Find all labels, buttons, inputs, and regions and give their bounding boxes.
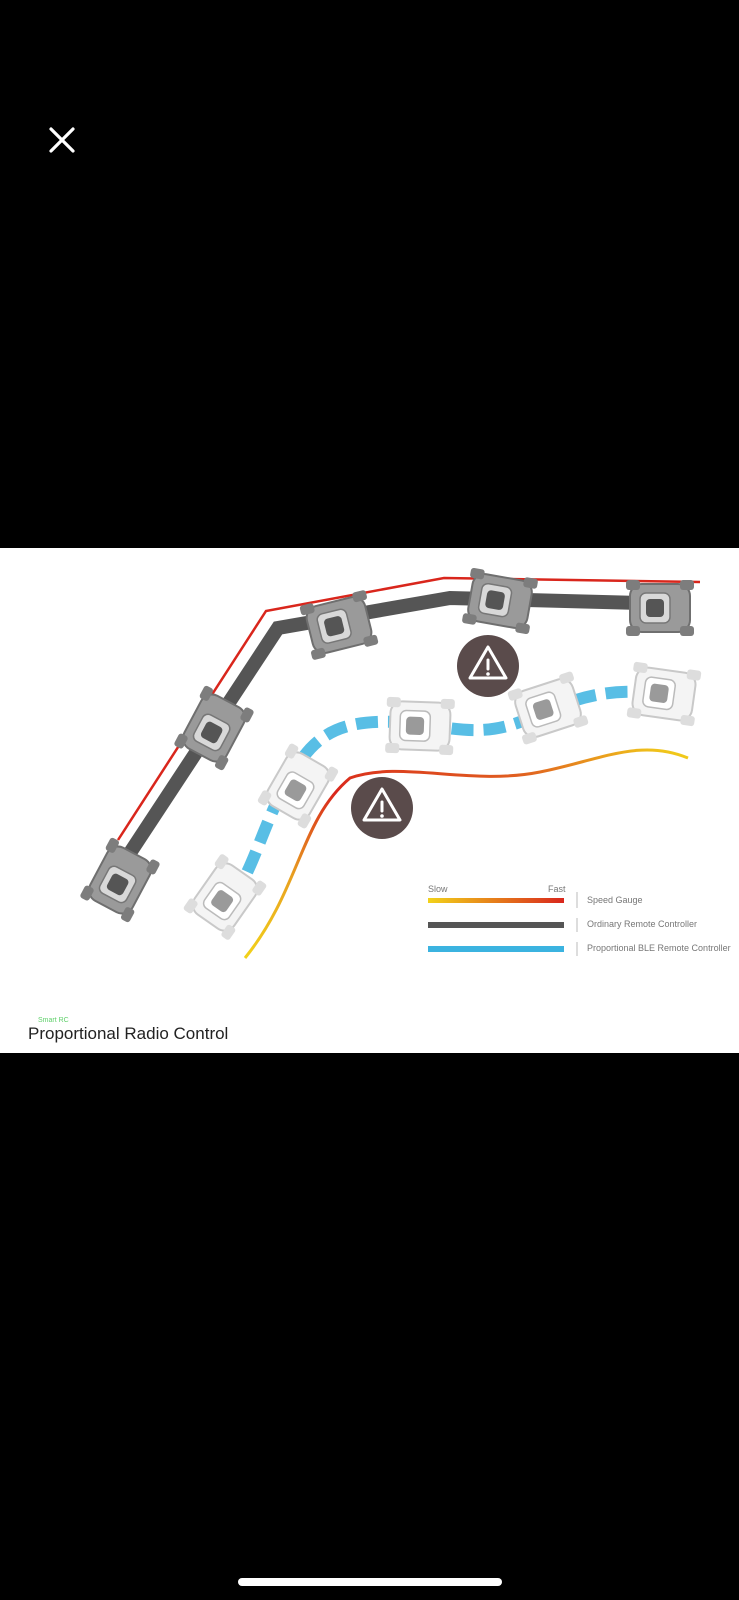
figure-title: Proportional Radio Control <box>28 1024 229 1043</box>
ordinary-car <box>625 579 695 637</box>
proportional-car <box>506 669 590 747</box>
legend-speed-swatch <box>428 898 564 903</box>
brand-small-label: Smart RC <box>38 1017 69 1024</box>
proportional-car <box>625 660 703 728</box>
home-indicator[interactable] <box>238 1578 502 1586</box>
legend-slow-label: Slow <box>428 884 448 894</box>
ordinary-car <box>298 588 380 662</box>
legend-ordinary-label: Ordinary Remote Controller <box>587 919 698 929</box>
proportional-car <box>384 695 456 757</box>
diagram-illustration <box>78 566 703 959</box>
ordinary-car <box>78 835 162 925</box>
legend-ordinary-swatch <box>428 922 564 928</box>
image-viewer-content <box>0 548 739 1053</box>
close-button[interactable] <box>40 118 84 162</box>
legend-fast-label: Fast <box>548 884 566 894</box>
ordinary-car <box>460 566 540 636</box>
proportional-car <box>255 741 341 831</box>
legend-proportional-label: Proportional BLE Remote Controller <box>587 943 731 953</box>
proportional-speed-curve <box>243 748 689 959</box>
warning-icon <box>351 777 413 839</box>
close-icon <box>49 127 75 153</box>
warning-icon <box>457 635 519 697</box>
legend-speed-gauge-label: Speed Gauge <box>587 895 643 905</box>
legend-proportional-swatch <box>428 946 564 952</box>
